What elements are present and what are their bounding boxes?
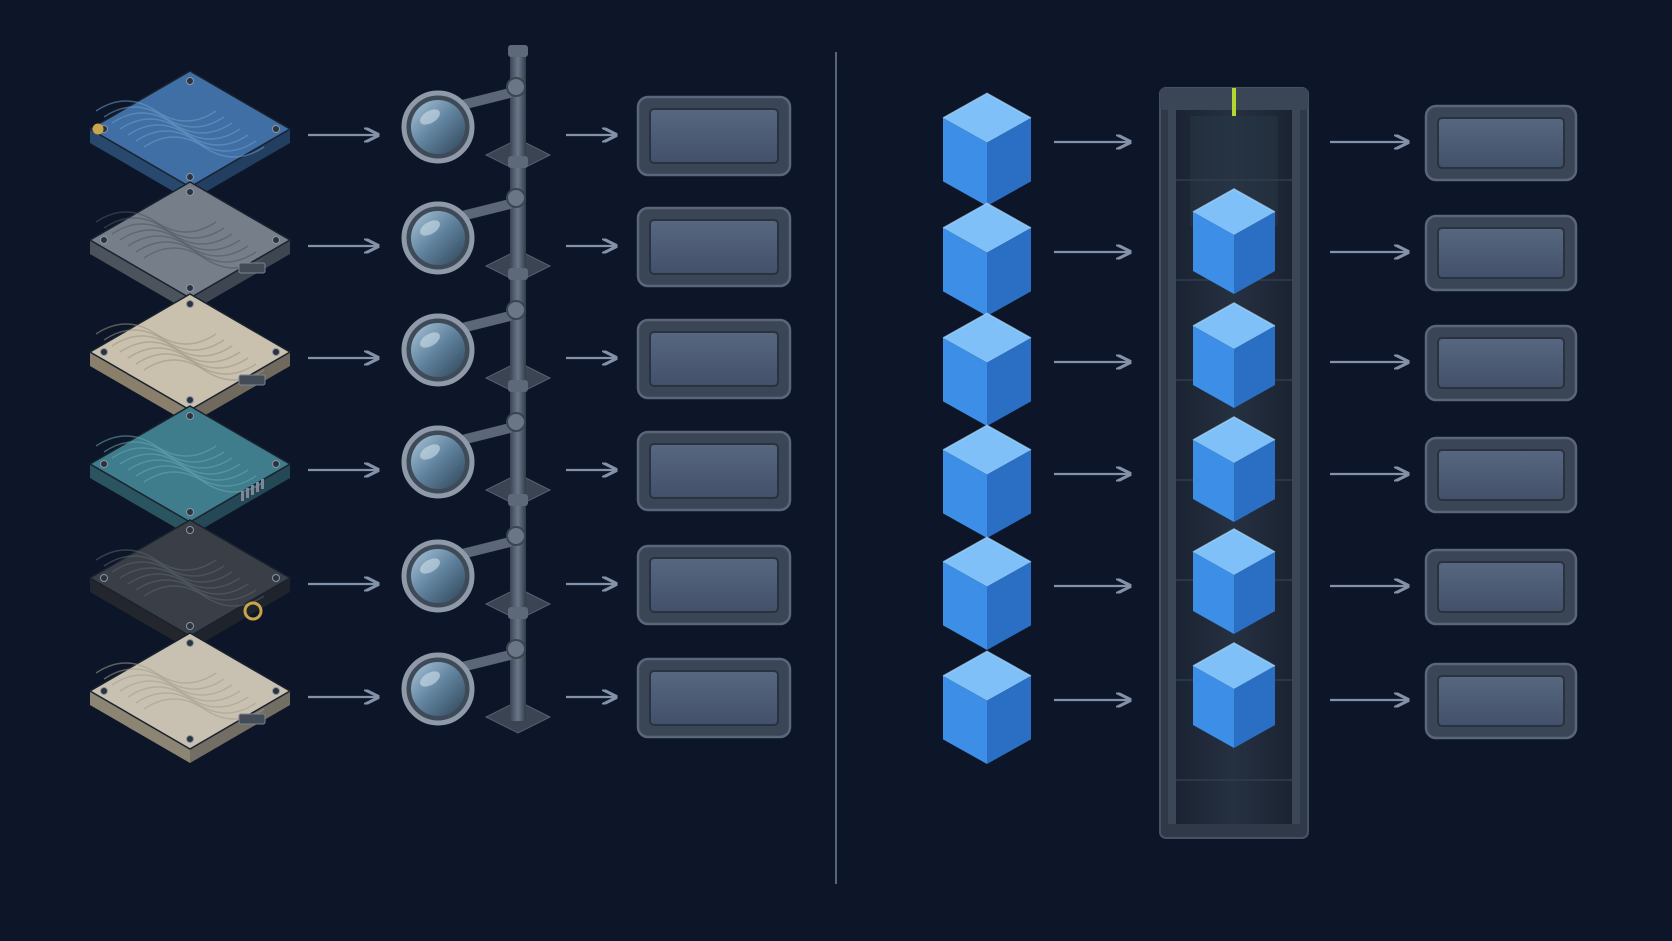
left-row bbox=[88, 45, 792, 201]
left-row bbox=[88, 494, 792, 650]
blue-swirl-texture-tile-icon bbox=[88, 70, 292, 201]
beige-hexagon-texture-tile-icon bbox=[88, 293, 292, 424]
right-row bbox=[942, 312, 1578, 426]
right-row bbox=[942, 202, 1578, 316]
tray-icon bbox=[1424, 324, 1578, 402]
conveyor-cube-icon bbox=[1192, 302, 1276, 408]
blue-cube-icon bbox=[942, 92, 1032, 206]
left-row bbox=[88, 380, 792, 536]
tray-icon bbox=[636, 206, 792, 288]
scanner-marker bbox=[1232, 88, 1236, 116]
conveyor-cube-icon bbox=[1192, 642, 1276, 748]
blue-cube-icon bbox=[942, 536, 1032, 650]
left-row bbox=[88, 156, 792, 312]
conveyor-cube-icon bbox=[1192, 528, 1276, 634]
left-row bbox=[88, 268, 792, 424]
tray-icon bbox=[1424, 436, 1578, 514]
tray-icon bbox=[636, 544, 792, 626]
blue-cube-icon bbox=[942, 312, 1032, 426]
magnifier-on-stand-icon bbox=[401, 607, 552, 734]
tray-icon bbox=[636, 318, 792, 400]
left-row bbox=[88, 607, 792, 763]
magnifier-on-stand-icon bbox=[401, 156, 552, 283]
right-row bbox=[942, 536, 1578, 650]
conveyor-cube-icon bbox=[1192, 188, 1276, 294]
gray-camo-texture-tile-icon bbox=[88, 181, 292, 312]
tray-icon bbox=[1424, 662, 1578, 740]
tray-icon bbox=[1424, 548, 1578, 626]
tray-icon bbox=[1424, 214, 1578, 292]
blue-cube-icon bbox=[942, 650, 1032, 764]
magnifier-on-stand-icon bbox=[401, 380, 552, 507]
blue-cube-icon bbox=[942, 202, 1032, 316]
tray-icon bbox=[636, 95, 792, 177]
right-row bbox=[942, 650, 1578, 764]
left-panel bbox=[88, 45, 792, 763]
blue-cube-icon bbox=[942, 424, 1032, 538]
worn-beige-texture-tile-icon bbox=[88, 632, 292, 763]
tray-icon bbox=[1424, 104, 1578, 182]
magnifier-on-stand-icon bbox=[401, 494, 552, 621]
dark-swirl-texture-tile-icon bbox=[88, 519, 292, 650]
right-row bbox=[942, 424, 1578, 538]
magnifier-on-stand-icon bbox=[401, 268, 552, 395]
right-row bbox=[942, 92, 1578, 206]
tray-icon bbox=[636, 430, 792, 512]
conveyor-cube-icon bbox=[1192, 416, 1276, 522]
tray-icon bbox=[636, 657, 792, 739]
right-panel bbox=[942, 87, 1578, 839]
magnifier-on-stand-icon bbox=[401, 45, 552, 172]
teal-scratched-texture-tile-icon bbox=[88, 405, 292, 536]
